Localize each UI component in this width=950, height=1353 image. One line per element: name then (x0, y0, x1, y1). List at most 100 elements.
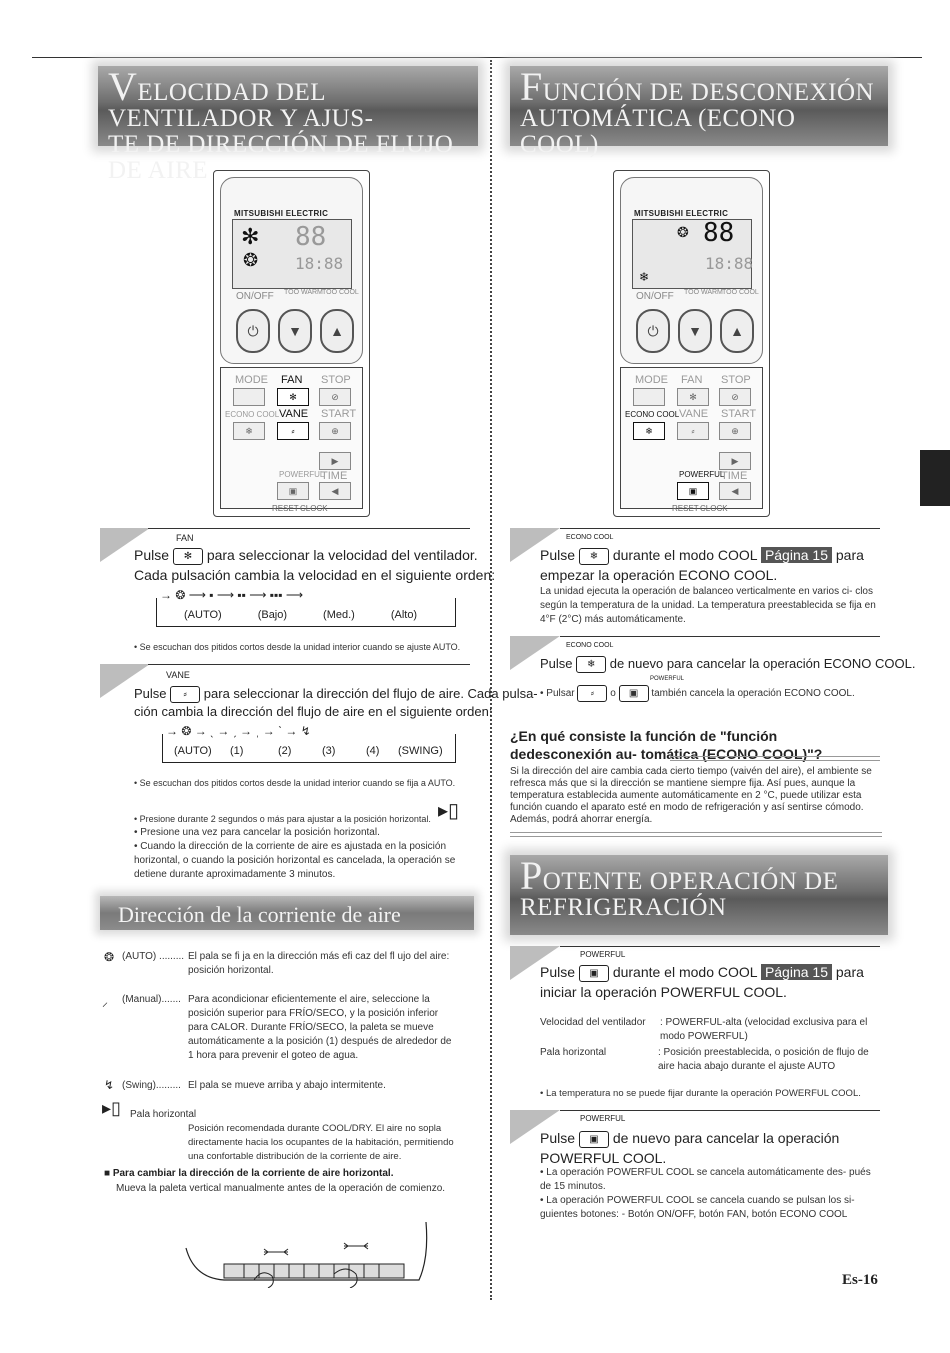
banner-line1: UNCIÓN DE DESCONEXIÓN (542, 79, 875, 106)
column-divider (490, 60, 492, 1300)
stop-key[interactable]: ⊘ (719, 388, 751, 406)
fan-note: • Se escuchan dos pitidos cortos desde l… (134, 642, 461, 652)
banner-cap: F (520, 64, 543, 109)
vane-bullet-2-text: Presione una vez para cancelar la posici… (140, 827, 380, 838)
econo-cool-label: ECONO COOL (225, 410, 280, 419)
mode-key[interactable] (633, 388, 665, 406)
fan-label: FAN (281, 374, 303, 386)
fan-key[interactable]: ✻ (277, 388, 309, 406)
econo2-sub-key: POWERFUL (650, 676, 685, 682)
pow1-row1-key: Velocidad del ventilador (540, 1017, 646, 1028)
temp-up-button[interactable]: ▲ (320, 309, 354, 353)
banner-line2: AUTOMÁTICA (ECONO COOL) (520, 105, 796, 158)
temp-up-button[interactable]: ▲ (720, 309, 754, 353)
powerful-key[interactable]: ▣ (277, 482, 309, 500)
fan-note-text: Se escuchan dos pitidos cortos desde la … (139, 642, 461, 652)
mode-label: MODE (635, 374, 668, 386)
stop-key[interactable]: ⊘ (319, 388, 351, 406)
fan-key-icon: ✻ (172, 547, 203, 565)
page-ref[interactable]: Página 15 (760, 547, 832, 563)
onoff-label: ON/OFF (236, 291, 274, 302)
airflow-swing-desc: El pala se mueve arriba y abajo intermit… (188, 1080, 386, 1091)
stop-label: STOP (721, 374, 751, 386)
econo-icon: ❄ (639, 270, 650, 284)
econo-key-icon: ❄ (576, 656, 607, 674)
fan-sequence: (AUTO) (Bajo) (Med.) (Alto) (184, 609, 417, 621)
pow2-post: de nuevo para cancelar la operación (612, 1130, 840, 1146)
remote-lower-panel: MODE FAN STOP ✻ ⊘ ECONO COOL VANE START … (620, 367, 763, 509)
vane-pulse: Pulse (134, 686, 167, 701)
horizontal-heading-text: Para cambiar la dirección de la corrient… (112, 1168, 394, 1179)
vane-key-label: VANE (166, 670, 190, 680)
remote-display: ✻ ❂ 88 18:88 (232, 219, 352, 289)
econo2-instruction: Pulse ❄ de nuevo para cancelar la operac… (540, 656, 915, 674)
airflow-banner: Dirección de la corriente de aire (100, 896, 474, 930)
remote-display: ❂ 88 18:88 ❄ (632, 218, 753, 289)
time-label: TIME (321, 470, 348, 482)
vane-bullet-1: • Presione durante 2 segundos o más para… (134, 814, 431, 824)
econo-cool-key[interactable]: ❄ (633, 422, 665, 440)
step-rule (560, 1110, 880, 1111)
pow2-bullet-1-text: La operación POWERFUL COOL se cancela au… (540, 1167, 871, 1192)
manual-icon: ⸝ (102, 995, 109, 1009)
time-down-key[interactable]: ◀ (319, 482, 351, 500)
question-title: ¿En qué consiste la función de "función … (510, 728, 823, 762)
too-cool-label: TOO COOL (722, 289, 759, 296)
temp-down-button[interactable]: ▼ (678, 309, 712, 353)
powerful-key-icon: ▣ (618, 685, 649, 702)
temp-down-button[interactable]: ▼ (278, 309, 312, 353)
banner-fan-vane: VELOCIDAD DEL VENTILADOR Y AJUS- TE DE D… (98, 64, 478, 184)
econo-cool-key[interactable]: ❄ (233, 422, 265, 440)
fan-key[interactable]: ✻ (677, 388, 709, 406)
airflow-horizontal-desc: Posición recomendada durante COOL/DRY. E… (188, 1123, 454, 1162)
remote-brand: MITSUBISHI ELECTRIC (634, 209, 729, 218)
pow2-bullet-1: • La operación POWERFUL COOL se cancela … (540, 1167, 871, 1192)
pow1-line2: iniciar la operación POWERFUL COOL. (540, 984, 787, 1000)
vane-seq-2: (2) (278, 745, 292, 757)
time-up-key[interactable]: ▶ (719, 452, 751, 470)
onoff-button[interactable]: ⏻ (636, 309, 670, 353)
time-down-key[interactable]: ◀ (719, 482, 751, 500)
question-rule (670, 756, 880, 761)
vane-seq-1: (1) (230, 745, 244, 757)
pow2-bullet-2: • La operación POWERFUL COOL se cancela … (540, 1195, 855, 1220)
airflow-horizontal-term: Pala horizontal (130, 1109, 197, 1120)
vane-auto-icon: ❂ (243, 250, 259, 270)
start-key[interactable]: ⊕ (319, 422, 351, 440)
vane-key[interactable]: ⸗ (277, 422, 309, 440)
vane-bullet-2: • Presione una vez para cancelar la posi… (134, 827, 380, 838)
airflow-manual-desc: Para acondicionar eficientemente el aire… (188, 994, 452, 1061)
start-key[interactable]: ⊕ (719, 422, 751, 440)
pow1-row1-val: : POWERFUL-alta (velocidad exclusiva par… (660, 1017, 868, 1042)
page-ref[interactable]: Página 15 (760, 964, 832, 980)
vane-bullet-1-text: Presione durante 2 segundos o más para a… (139, 814, 431, 824)
fan-instruction: Pulse ✻ para seleccionar la velocidad de… (134, 547, 478, 565)
powerful-key[interactable]: ▣ (677, 482, 709, 500)
time-up-key[interactable]: ▶ (319, 452, 351, 470)
onoff-button[interactable]: ⏻ (236, 309, 270, 353)
banner-line2: TE DE DIRECCIÓN DE FLUJO DE AIRE (108, 131, 454, 184)
lcd-digits: 88 (295, 222, 327, 252)
econo1-desc: La unidad ejecuta la operación de balanc… (540, 586, 876, 625)
pow2-instruction: Pulse ▣ de nuevo para cancelar la operac… (540, 1130, 839, 1148)
pow1-instruction: Pulse ▣ durante el modo COOL Página 15 p… (540, 964, 864, 982)
pow1-note: • La temperatura no se puede fijar duran… (540, 1088, 861, 1099)
fan-order-text: Cada pulsación cambia la velocidad en el… (134, 567, 496, 583)
pow2-pulse: Pulse (540, 1130, 576, 1146)
pow1-key-label: POWERFUL (580, 950, 626, 959)
vane-bullet-3-text: Cuando la dirección de la corriente de a… (134, 841, 456, 880)
banner-cap: V (108, 64, 138, 109)
vane-key[interactable]: ⸗ (677, 422, 709, 440)
clock-label: CLOCK (300, 504, 328, 513)
top-rule (32, 57, 922, 58)
mode-key[interactable] (233, 388, 265, 406)
vane-order-text: ción cambia la dirección del flujo de ai… (134, 704, 493, 719)
reset-label: RESET (272, 504, 299, 513)
remote-lower-panel: MODE FAN STOP ✻ ⊘ ECONO COOL VANE START … (220, 367, 363, 509)
vane-label: VANE (279, 408, 309, 420)
lcd-temp-digits: 88 (703, 218, 735, 248)
remote-control-fan-vane: MITSUBISHI ELECTRIC ✻ ❂ 88 18:88 ON/OFF … (213, 170, 370, 517)
horizontal-vane-icon: ▸▯ (102, 1098, 121, 1118)
fan-seq-high: (Alto) (390, 609, 418, 621)
banner-line1: ELOCIDAD DEL VENTILADOR Y AJUS- (108, 79, 374, 132)
